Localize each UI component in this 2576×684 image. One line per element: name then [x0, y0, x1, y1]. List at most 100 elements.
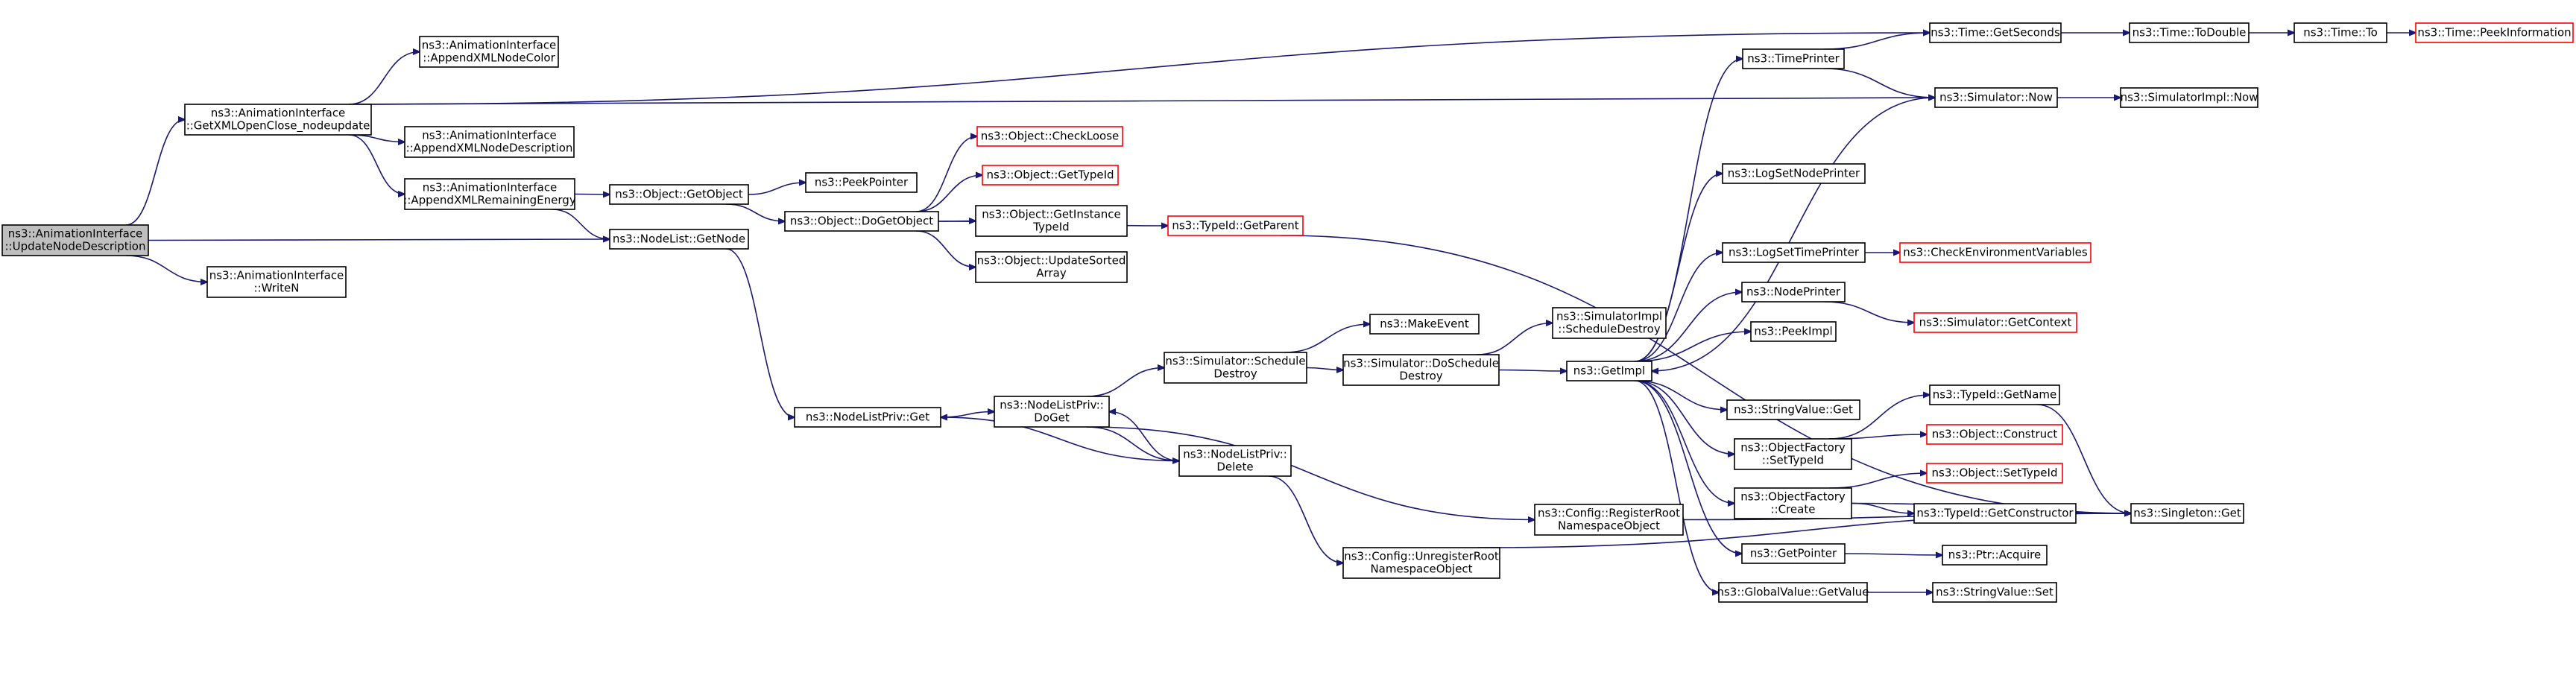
node-box[interactable]	[1167, 215, 1304, 236]
node-ns3-object-checkloose[interactable]: ns3::Object::CheckLoose	[976, 126, 1123, 147]
node-box[interactable]	[404, 126, 575, 158]
node-ns3-globalvalue-getvalue[interactable]: ns3::GlobalValue::GetValue	[1717, 582, 1869, 603]
node-box[interactable]	[1566, 361, 1652, 381]
node-ns3-nodelist-getnode[interactable]: ns3::NodeList::GetNode	[609, 229, 749, 250]
node-box[interactable]	[609, 229, 749, 250]
node-ns3-typeid-getconstructor[interactable]: ns3::TypeId::GetConstructor	[1913, 503, 2077, 524]
node-box[interactable]	[1726, 399, 1860, 420]
node-ns3-config-unregisterroot-namespaceobject[interactable]: ns3::Config::UnregisterRootNamespaceObje…	[1342, 547, 1500, 579]
node-ns3-getimpl[interactable]: ns3::GetImpl	[1566, 361, 1652, 381]
node-ns3-time-to[interactable]: ns3::Time::To	[2294, 22, 2387, 43]
node-ns3-simulator-getcontext[interactable]: ns3::Simulator::GetContext	[1913, 312, 2077, 333]
node-box[interactable]	[609, 184, 749, 205]
node-ns3-simulator-schedule-destroy[interactable]: ns3::Simulator::ScheduleDestroy	[1164, 352, 1307, 384]
node-ns3-object-dogetobject[interactable]: ns3::Object::DoGetObject	[784, 211, 939, 232]
node-ns3-peekpointer[interactable]: ns3::PeekPointer	[805, 172, 918, 193]
node-box[interactable]	[419, 36, 559, 68]
node-box[interactable]	[404, 178, 575, 210]
node-box[interactable]	[1722, 163, 1866, 184]
node-ns3-simulator-now[interactable]: ns3::Simulator::Now	[1934, 87, 2058, 108]
node-ns3-time-getseconds[interactable]: ns3::Time::GetSeconds	[1929, 22, 2062, 43]
node-ns3-logsetnodeprinter[interactable]: ns3::LogSetNodePrinter	[1722, 163, 1866, 184]
node-box[interactable]	[1164, 352, 1307, 384]
node-box[interactable]	[1342, 354, 1500, 386]
node-box[interactable]	[2415, 22, 2574, 43]
node-ns3-singleton-get[interactable]: ns3::Singleton::Get	[2130, 503, 2244, 524]
node-box[interactable]	[1913, 312, 2077, 333]
node-box[interactable]	[1934, 87, 2058, 108]
node-ns3-nodelistpriv-delete[interactable]: ns3::NodeListPriv::Delete	[1178, 445, 1292, 477]
node-ns3-time-todouble[interactable]: ns3::Time::ToDouble	[2129, 22, 2250, 43]
node-box[interactable]	[184, 104, 372, 136]
node-box[interactable]	[1750, 321, 1837, 342]
node-box[interactable]	[1926, 424, 2063, 445]
node-box[interactable]	[1929, 22, 2062, 43]
node-box[interactable]	[2130, 503, 2244, 524]
node-box[interactable]	[976, 126, 1123, 147]
node-ns3-peekimpl[interactable]: ns3::PeekImpl	[1750, 321, 1837, 342]
node-box[interactable]	[1741, 543, 1846, 564]
node-box[interactable]	[1734, 487, 1852, 519]
node-box[interactable]	[1342, 547, 1500, 579]
node-ns3-animationinterface-writen[interactable]: ns3::AnimationInterface::WriteN	[206, 266, 347, 298]
node-ns3-object-settypeid[interactable]: ns3::Object::SetTypeId	[1926, 463, 2063, 484]
node-ns3-checkenvironmentvariables[interactable]: ns3::CheckEnvironmentVariables	[1899, 242, 2092, 263]
node-ns3-time-peekinformation[interactable]: ns3::Time::PeekInformation	[2415, 22, 2574, 43]
node-ns3-simulatorimpl-scheduledestroy[interactable]: ns3::SimulatorImpl::ScheduleDestroy	[1552, 307, 1667, 339]
node-box[interactable]	[805, 172, 918, 193]
node-ns3-stringvalue-set[interactable]: ns3::StringValue::Set	[1932, 582, 2057, 603]
node-box[interactable]	[1552, 307, 1667, 339]
node-box[interactable]	[1718, 582, 1868, 603]
node-box[interactable]	[1369, 314, 1480, 335]
node-box[interactable]	[975, 205, 1128, 237]
node-ns3-object-gettypeid[interactable]: ns3::Object::GetTypeId	[982, 165, 1119, 186]
node-ns3-logsettimeprinter[interactable]: ns3::LogSetTimePrinter	[1722, 242, 1866, 263]
node-box[interactable]	[1913, 503, 2077, 524]
node-ns3-nodelistpriv-doget[interactable]: ns3::NodeListPriv::DoGet	[994, 396, 1110, 428]
node-ns3-nodeprinter[interactable]: ns3::NodePrinter	[1741, 282, 1846, 303]
node-ns3-objectfactory-create[interactable]: ns3::ObjectFactory::Create	[1734, 487, 1852, 519]
node-box[interactable]	[2120, 87, 2258, 108]
node-box[interactable]	[206, 266, 347, 298]
node-box[interactable]	[1942, 545, 2048, 566]
node-ns3-animationinterface-appendxmlremainingenergy[interactable]: ns3::AnimationInterface::AppendXMLRemain…	[403, 178, 576, 210]
node-ns3-animationinterface-getxmlopenclose-nodeupdate[interactable]: ns3::AnimationInterface::GetXMLOpenClose…	[184, 104, 372, 136]
node-box[interactable]	[1534, 504, 1684, 536]
node-box[interactable]	[2129, 22, 2250, 43]
node-box[interactable]	[1, 224, 149, 256]
node-box[interactable]	[1178, 445, 1292, 477]
node-ns3-object-construct[interactable]: ns3::Object::Construct	[1926, 424, 2063, 445]
node-box[interactable]	[2294, 22, 2387, 43]
node-box[interactable]	[994, 396, 1110, 428]
node-ns3-simulatorimpl-now[interactable]: ns3::SimulatorImpl::Now	[2120, 87, 2258, 108]
node-box[interactable]	[975, 251, 1128, 283]
node-ns3-stringvalue-get[interactable]: ns3::StringValue::Get	[1726, 399, 1860, 420]
node-ns3-typeid-getparent[interactable]: ns3::TypeId::GetParent	[1167, 215, 1304, 236]
node-box[interactable]	[1742, 48, 1845, 69]
node-ns3-getpointer[interactable]: ns3::GetPointer	[1741, 543, 1846, 564]
node-ns3-animationinterface-appendxmlnodedescription[interactable]: ns3::AnimationInterface::AppendXMLNodeDe…	[404, 126, 575, 158]
node-box[interactable]	[1932, 582, 2057, 603]
node-ns3-objectfactory-settypeid[interactable]: ns3::ObjectFactory::SetTypeId	[1734, 438, 1852, 470]
node-box[interactable]	[1722, 242, 1866, 263]
node-box[interactable]	[784, 211, 939, 232]
node-ns3-object-getobject[interactable]: ns3::Object::GetObject	[609, 184, 749, 205]
node-ns3-ptr-acquire[interactable]: ns3::Ptr::Acquire	[1942, 545, 2048, 566]
node-ns3-nodelistpriv-get[interactable]: ns3::NodeListPriv::Get	[794, 407, 941, 428]
node-ns3-typeid-getname[interactable]: ns3::TypeId::GetName	[1929, 384, 2060, 405]
node-ns3-animationinterface-appendxmlnodecolor[interactable]: ns3::AnimationInterface::AppendXMLNodeCo…	[419, 36, 559, 68]
node-box[interactable]	[982, 165, 1119, 186]
node-box[interactable]	[1899, 242, 2092, 263]
node-ns3-animationinterface-updatenodedescription[interactable]: ns3::AnimationInterface::UpdateNodeDescr…	[1, 224, 149, 256]
node-box[interactable]	[1926, 463, 2063, 484]
node-box[interactable]	[1929, 384, 2060, 405]
node-box[interactable]	[794, 407, 941, 428]
node-box[interactable]	[1734, 438, 1852, 470]
node-box[interactable]	[1741, 282, 1846, 303]
node-ns3-makeevent[interactable]: ns3::MakeEvent	[1369, 314, 1480, 335]
node-ns3-timeprinter[interactable]: ns3::TimePrinter	[1742, 48, 1845, 69]
